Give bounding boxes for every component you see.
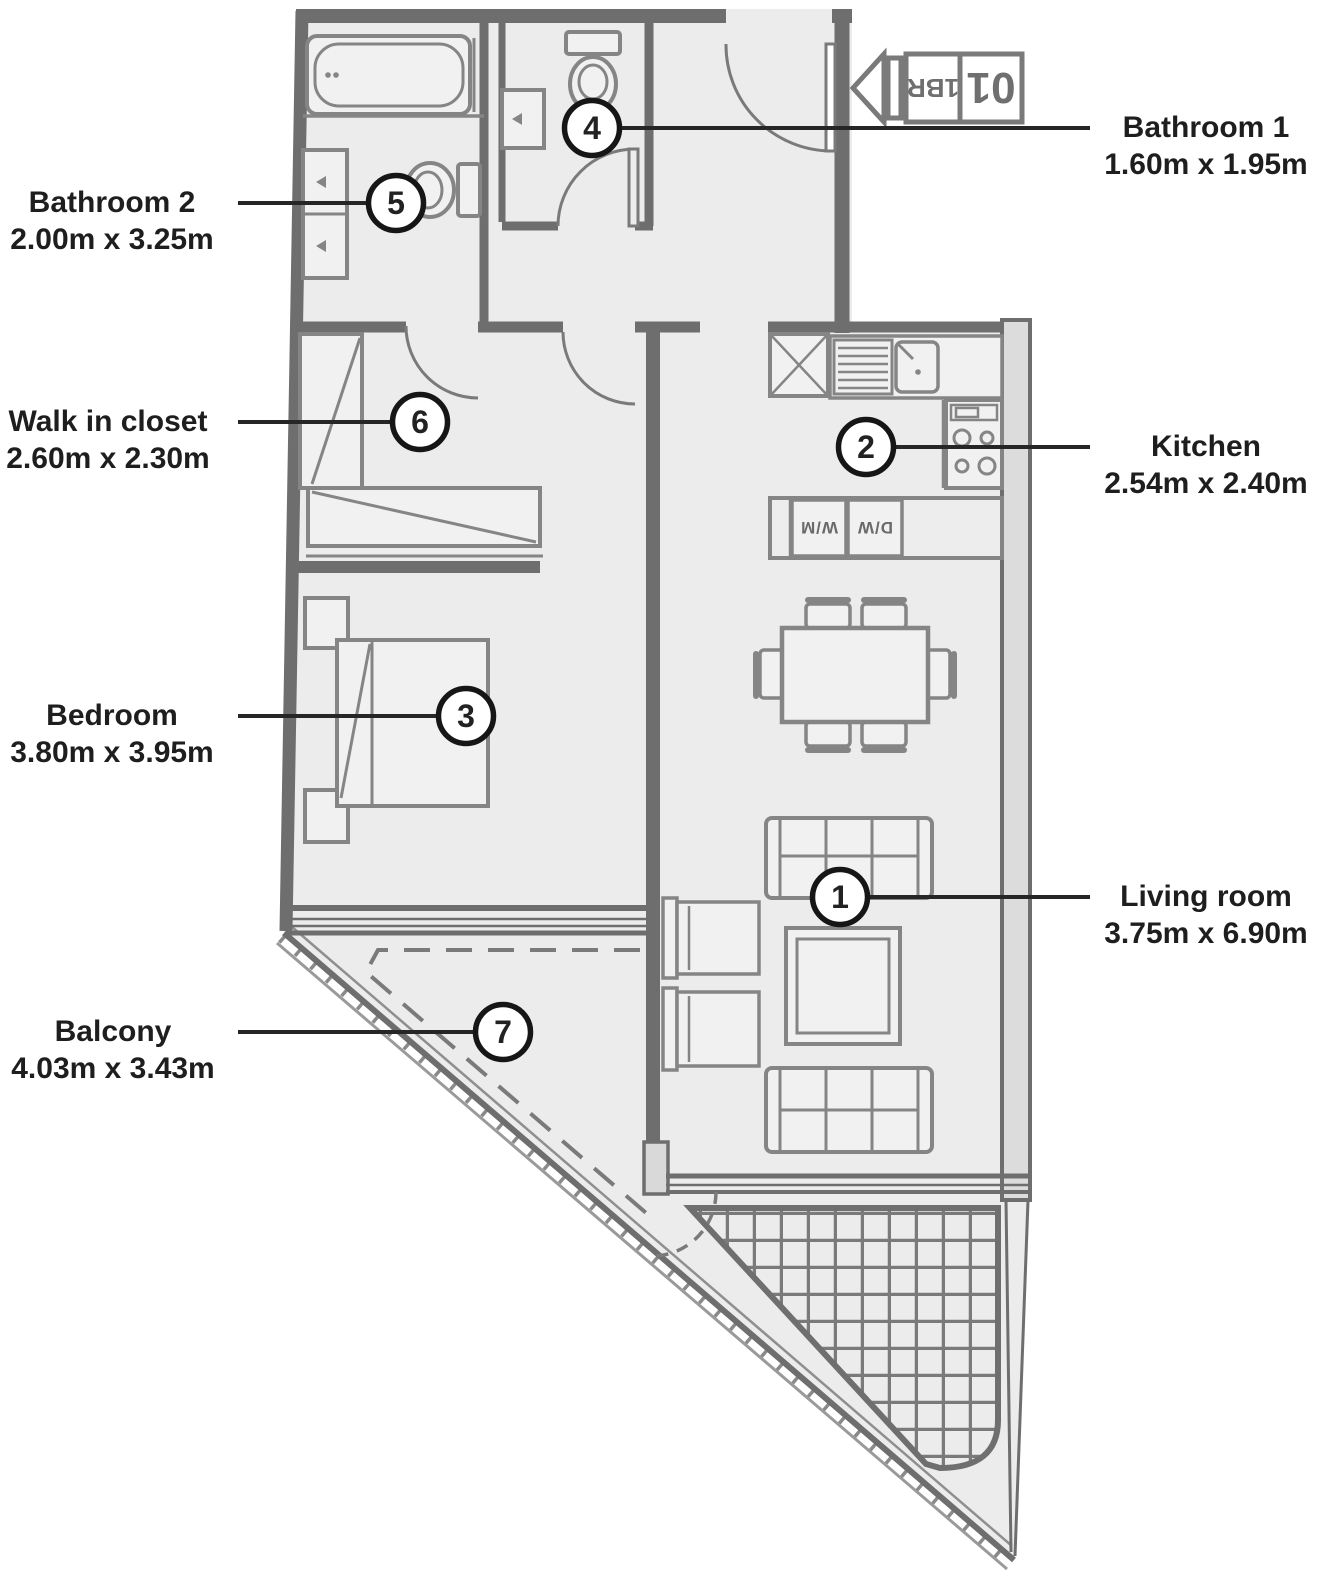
callout-bathroom-2: 5 Bathroom 2 2.00m x 3.25m — [10, 172, 427, 256]
dining-table — [779, 625, 931, 725]
room-number: 6 — [411, 404, 429, 440]
armchair — [661, 986, 761, 1072]
room-label: Living room — [1120, 880, 1292, 913]
bathroom2-door-arc — [404, 325, 479, 400]
room-marker — [472, 1001, 534, 1063]
room-marker — [561, 97, 623, 159]
unit-type-label: 1BR — [907, 73, 959, 103]
callout-walk-in-closet: 6 Walk in closet 2.60m x 2.30m — [6, 391, 451, 475]
wardrobe-vertical — [298, 332, 364, 490]
sofa — [764, 1066, 934, 1154]
room-label: Bathroom 2 — [29, 186, 196, 219]
room-marker — [809, 866, 871, 928]
dishwasher-label: D/W — [857, 518, 893, 537]
sign-box-number — [957, 51, 1025, 125]
sign-bar — [885, 55, 904, 121]
room-dimensions: 2.60m x 2.30m — [6, 442, 209, 475]
sink-drainboard — [832, 338, 894, 396]
coffee-table — [784, 926, 902, 1046]
direction-arrow-icon — [849, 47, 887, 129]
walk-in-closet — [298, 332, 543, 558]
callout-bathroom-1: 4 Bathroom 1 1.60m x 1.95m — [561, 97, 1308, 181]
callout-kitchen: 2 Kitchen 2.54m x 2.40m — [835, 416, 1308, 500]
walls — [279, 9, 1004, 1192]
dining-chair — [804, 720, 852, 753]
nightstand — [303, 596, 350, 650]
bedroom — [303, 596, 490, 844]
room-label: Kitchen — [1151, 430, 1261, 463]
wardrobe-horizontal — [306, 486, 543, 558]
room-number: 4 — [583, 110, 601, 146]
wall-column — [642, 1140, 670, 1196]
dining-set — [753, 597, 957, 753]
room-number: 3 — [457, 698, 475, 734]
room-dimensions: 4.03m x 3.43m — [11, 1052, 214, 1085]
bedroom-window — [286, 905, 650, 936]
balcony-dashed-boundary — [363, 948, 654, 1220]
room-marker — [389, 391, 451, 453]
room-dimensions: 2.00m x 3.25m — [10, 223, 213, 256]
right-wall — [1000, 318, 1032, 1557]
dishwasher — [846, 498, 904, 558]
balcony — [363, 948, 718, 1258]
kitchen — [768, 332, 1004, 560]
washing-machine-label: W/M — [800, 518, 838, 537]
entry-door-arc — [724, 43, 833, 153]
room-dimensions: 1.60m x 1.95m — [1104, 148, 1307, 181]
living-room — [661, 816, 934, 1154]
room-number: 7 — [494, 1014, 512, 1050]
bathtub — [305, 34, 472, 116]
closet-door-arc — [561, 331, 636, 406]
room-number: 1 — [831, 879, 849, 915]
vanity-double-sink — [301, 148, 349, 280]
room-label: Walk in closet — [9, 405, 208, 438]
callout-living-room: 1 Living room 3.75m x 6.90m — [809, 866, 1308, 950]
room-label: Bathroom 1 — [1123, 111, 1290, 144]
room-marker — [435, 685, 497, 747]
balcony-door-arc — [651, 1191, 718, 1258]
room-marker — [365, 172, 427, 234]
room-label: Bedroom — [46, 699, 178, 732]
washing-machine — [790, 498, 848, 558]
sink — [894, 340, 940, 394]
bathroom1-door — [556, 147, 640, 228]
tall-unit — [768, 332, 830, 398]
dining-chair — [860, 720, 908, 753]
room-label: Balcony — [55, 1015, 172, 1048]
living-room-window — [666, 1173, 1030, 1194]
terrace-grid — [683, 1205, 1001, 1472]
unit-sign — [849, 47, 1025, 129]
room-dimensions: 3.80m x 3.95m — [10, 736, 213, 769]
unit-number-label: 01 — [967, 63, 1016, 112]
armchair — [661, 896, 761, 980]
bed — [335, 638, 490, 808]
room-dimensions: 3.75m x 6.90m — [1104, 917, 1307, 950]
dining-chair — [804, 597, 852, 630]
room-marker — [835, 416, 897, 478]
room-dimensions: 2.54m x 2.40m — [1104, 467, 1307, 500]
room-number: 5 — [387, 185, 405, 221]
appliance-counter — [768, 496, 1004, 560]
entry-door — [724, 42, 837, 153]
entry-door-leaf — [824, 42, 837, 153]
stove — [941, 398, 1004, 490]
dining-chair — [860, 597, 908, 630]
room-number: 2 — [857, 429, 875, 465]
vanity-sink — [500, 88, 546, 150]
callout-balcony: 7 Balcony 4.03m x 3.43m — [11, 1001, 534, 1085]
callout-bedroom: 3 Bedroom 3.80m x 3.95m — [10, 685, 497, 769]
